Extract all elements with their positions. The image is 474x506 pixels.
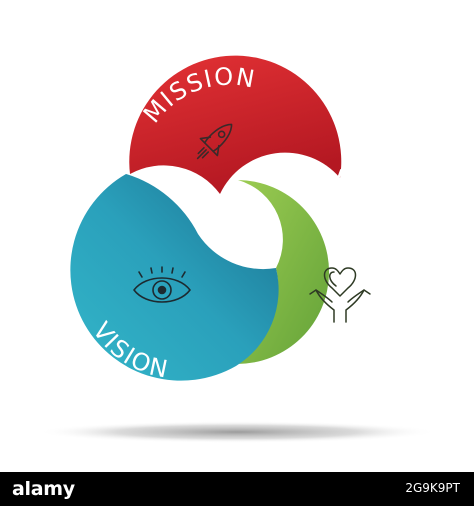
watermark-bar: alamy 2G9K9PT bbox=[0, 472, 474, 506]
eye-icon bbox=[133, 266, 191, 303]
values-label: VALUES bbox=[297, 160, 402, 228]
floor-shadow bbox=[37, 421, 437, 443]
vision-segment: VISION bbox=[70, 174, 279, 384]
image-id: 2G9K9PT bbox=[405, 481, 460, 495]
hands-heart-icon bbox=[309, 267, 371, 323]
mission-vision-values-diagram: MISSION VALUES VISION bbox=[37, 55, 437, 443]
mission-segment: MISSION bbox=[129, 55, 342, 194]
brand-logo: alamy bbox=[12, 478, 75, 500]
rocket-icon bbox=[196, 123, 233, 160]
